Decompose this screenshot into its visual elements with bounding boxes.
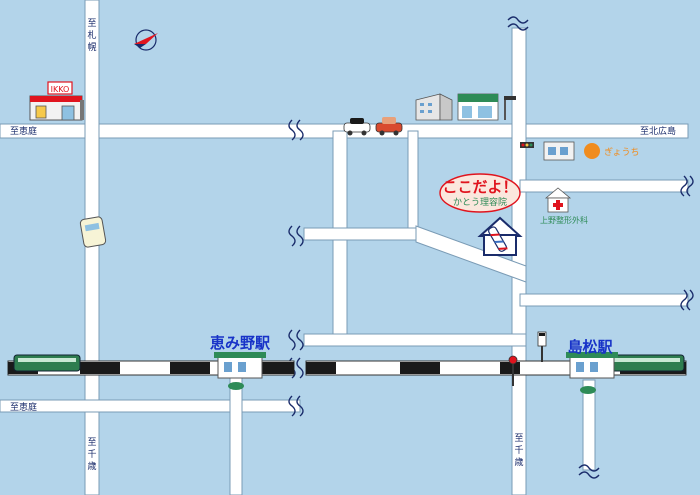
compass-north-icon — [134, 29, 158, 51]
svg-text:歳: 歳 — [87, 460, 96, 472]
direction-label-eniwa-upper: 至恵庭 — [10, 125, 37, 137]
shimamatsu-station-label: 島松駅 — [567, 338, 613, 356]
shop-building-icon — [543, 141, 600, 161]
svg-text:歳: 歳 — [514, 456, 523, 468]
gas-station-icon — [29, 81, 84, 121]
direction-label-sapporo: 至 札 幌 — [87, 18, 96, 53]
red-car-icon — [375, 117, 403, 136]
direction-label-kitahiroshima: 至北広島 — [640, 125, 676, 137]
megumino-station-icon — [214, 352, 266, 390]
road-east-branch-upper — [519, 179, 689, 193]
svg-text:札: 札 — [87, 29, 96, 41]
svg-text:千: 千 — [514, 445, 523, 456]
road-above-rail — [303, 333, 527, 347]
destination-title: ここだよ！ — [442, 178, 517, 196]
road-mid-left-branch — [303, 227, 419, 241]
road-east-branch-lower — [519, 293, 689, 307]
svg-text:幌: 幌 — [87, 41, 96, 53]
barber-pole-icon — [477, 216, 523, 256]
megumino-station-label: 恵み野駅 — [210, 334, 271, 352]
police-car-icon — [343, 118, 371, 136]
direction-label-chitose-east: 至 千 歳 — [514, 433, 523, 468]
bus-icon — [79, 216, 107, 248]
svg-text:千: 千 — [87, 449, 96, 460]
traffic-light-icon — [520, 142, 534, 148]
shop-sign: ぎょうち — [604, 146, 640, 158]
svg-text:至: 至 — [87, 437, 96, 448]
svg-text:至: 至 — [514, 433, 523, 444]
ikko-sign: IKKO — [51, 85, 70, 94]
direction-label-eniwa-lower: 至恵庭 — [10, 401, 37, 413]
road-shimamatsu-south — [582, 379, 596, 471]
destination-name: かとう理容院 — [453, 196, 507, 208]
road-lower-left — [0, 399, 301, 413]
train-icon — [13, 354, 81, 372]
apartment-building-icon — [415, 93, 453, 121]
railroad-crossing-icon — [537, 331, 547, 362]
svg-text:至: 至 — [87, 18, 96, 29]
road-short-connector — [407, 130, 419, 232]
road-megumino-south — [229, 377, 243, 495]
convenience-store-icon — [457, 93, 516, 121]
railroad-crossing-icon — [508, 355, 518, 386]
hospital-label: 上野整形外科 — [540, 215, 588, 225]
train-icon — [607, 354, 685, 372]
destination-callout — [439, 173, 521, 213]
shimamatsu-station-icon — [566, 352, 618, 394]
hospital-cross-icon — [544, 187, 572, 213]
direction-label-chitose-west: 至 千 歳 — [87, 437, 96, 472]
